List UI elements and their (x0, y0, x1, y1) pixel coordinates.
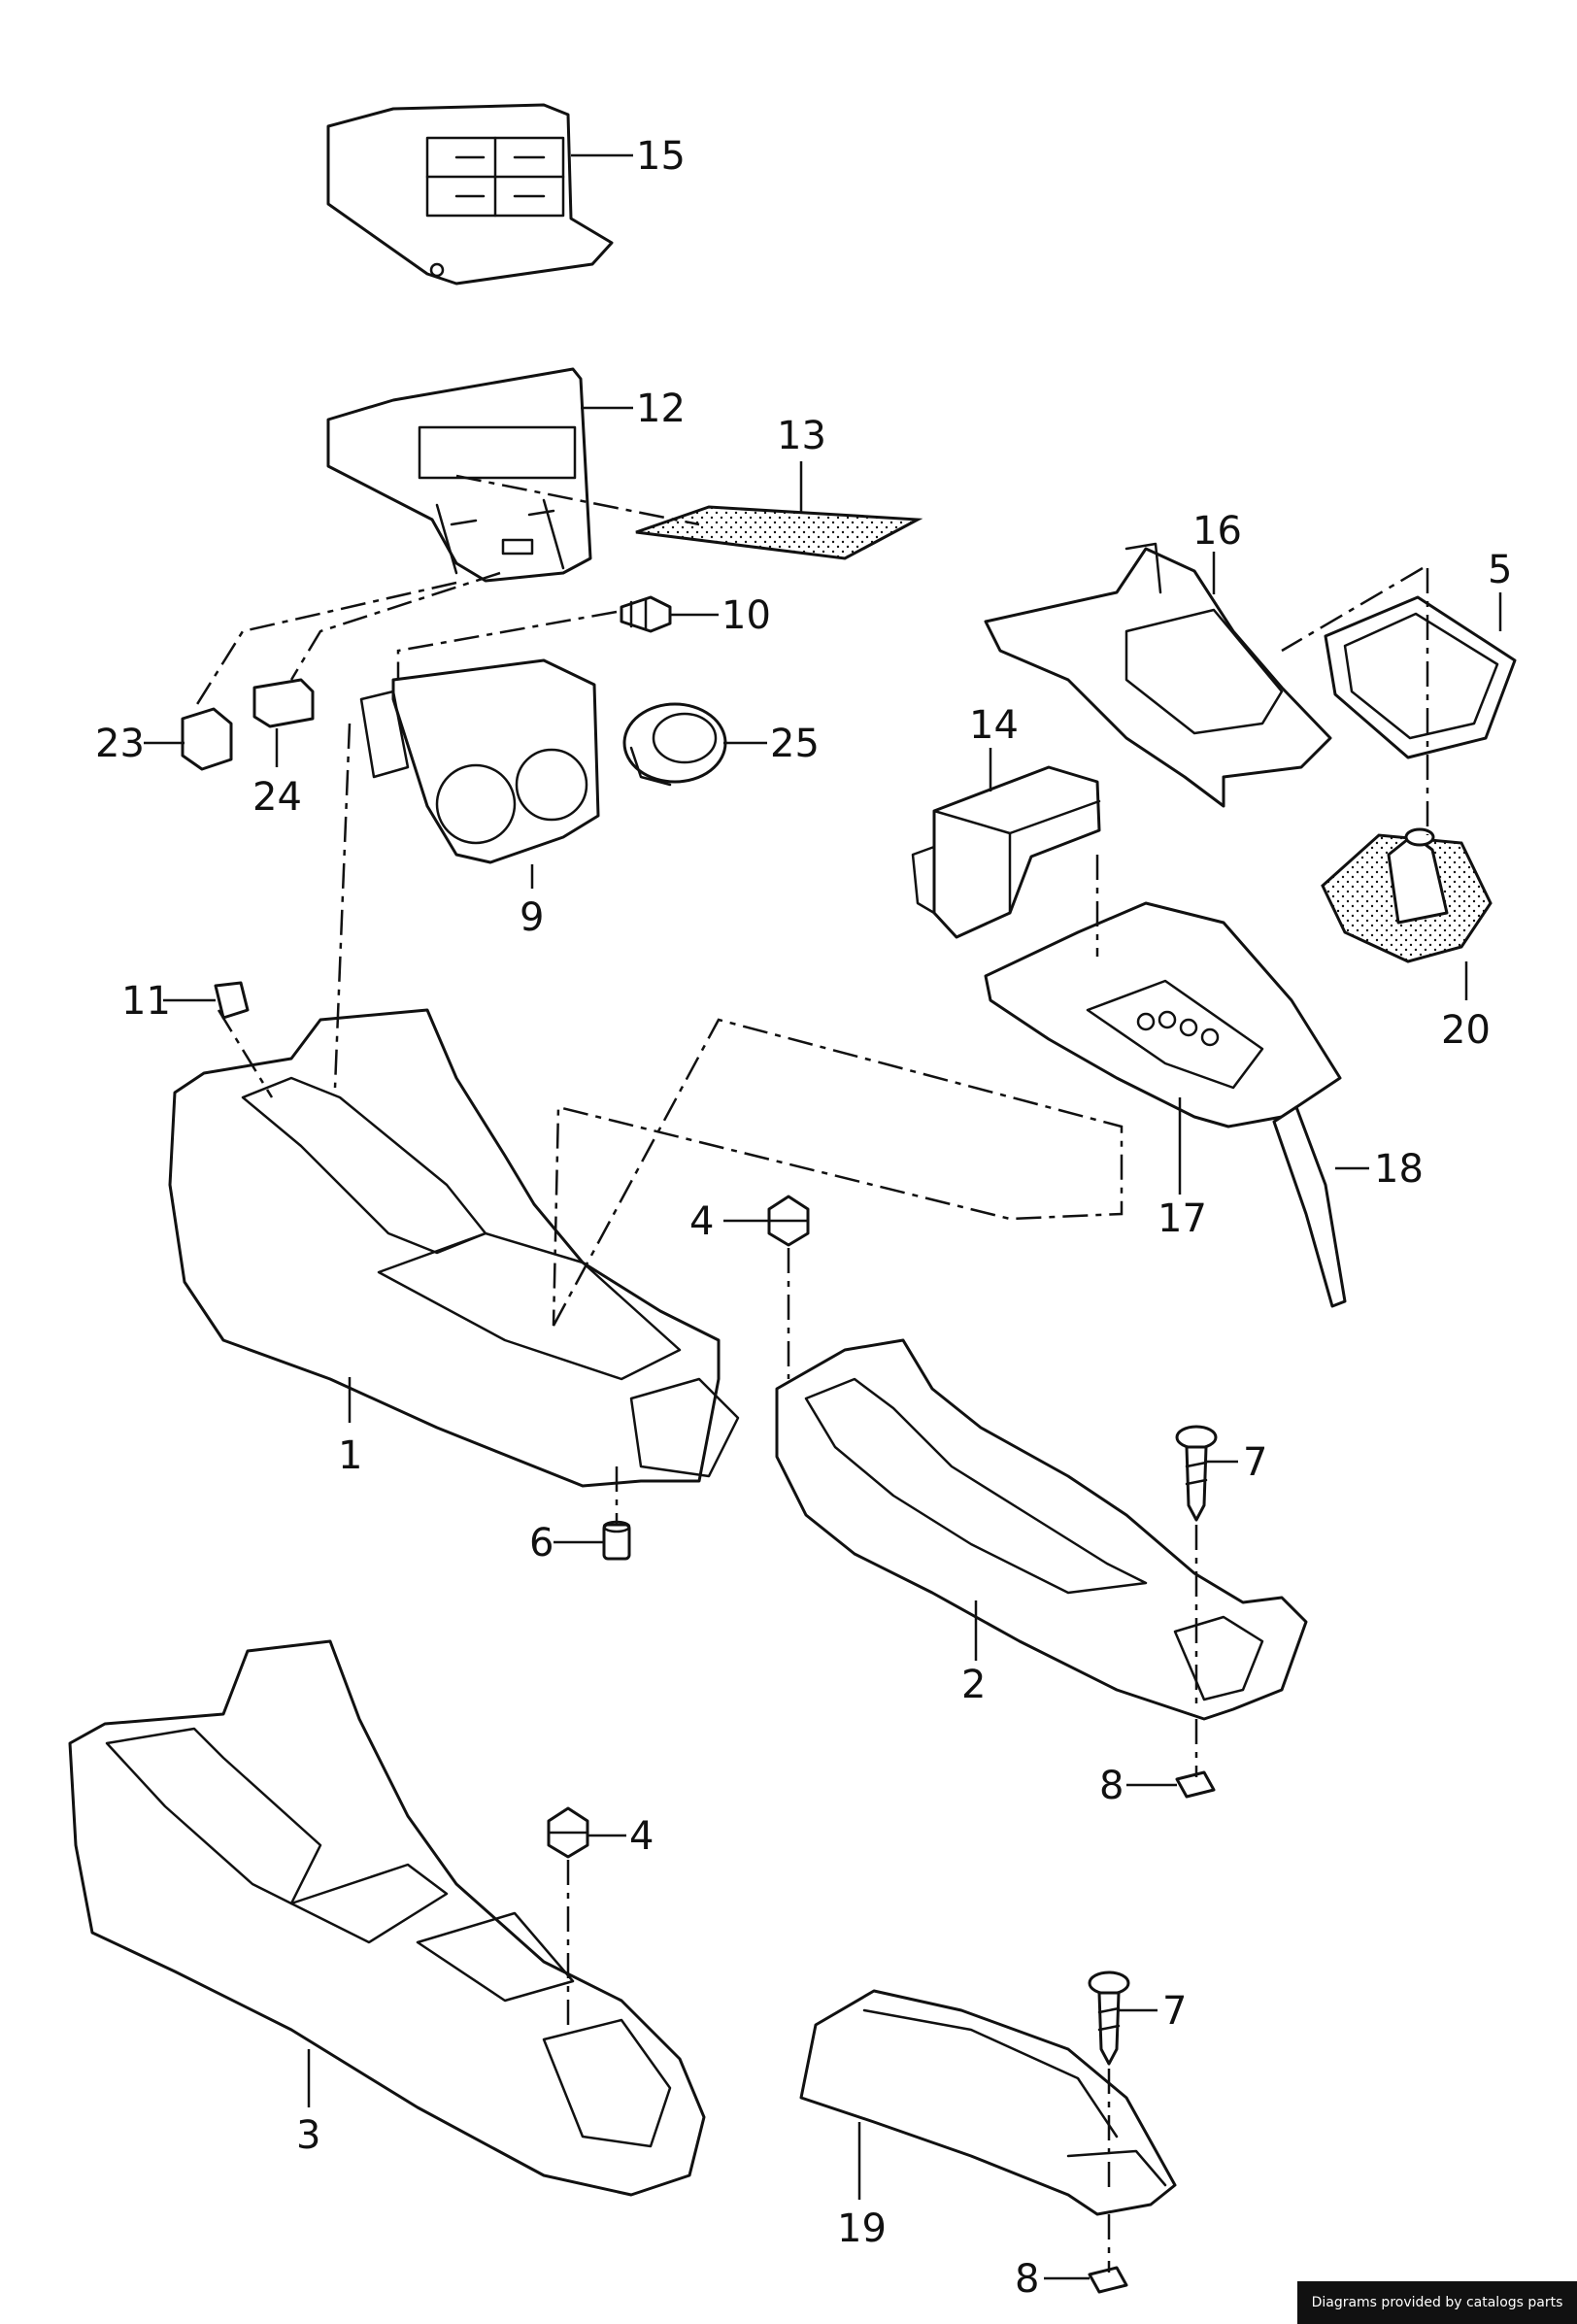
part-14-tray (911, 765, 1101, 939)
callout-4-upper: 4 (689, 1199, 714, 1244)
callout-5: 5 (1488, 548, 1512, 592)
part-4-nut-lower (547, 1806, 589, 1859)
callout-3: 3 (296, 2113, 320, 2158)
callout-15: 15 (636, 134, 686, 179)
callout-17: 17 (1158, 1196, 1207, 1241)
leader-lines (144, 153, 1502, 2280)
callout-23: 23 (95, 722, 145, 766)
part-25-knob (622, 702, 727, 787)
part-2-rear-console (775, 1338, 1308, 1721)
part-5-frame (1324, 595, 1517, 759)
part-12-storage-compartment (326, 367, 592, 583)
part-17-shifter-cover (984, 901, 1342, 1128)
callout-labels: 15 12 13 10 16 5 23 24 25 14 9 20 11 18 … (95, 134, 1512, 2302)
part-11-clip (214, 981, 250, 1020)
callout-6: 6 (529, 1521, 554, 1566)
part-7-screw-lower (1088, 1970, 1130, 2066)
part-15-upper-storage-unit (326, 103, 614, 286)
callout-14: 14 (969, 703, 1019, 748)
part-20-gear-boot (1321, 827, 1493, 963)
part-18-trim-strip (1272, 1105, 1347, 1308)
part-16-trim-cover (984, 542, 1332, 808)
part-10-screw (620, 595, 672, 633)
callout-19: 19 (837, 2206, 887, 2251)
part-6-spacer (602, 1520, 631, 1561)
callout-9: 9 (520, 895, 544, 940)
part-4-nut-upper (767, 1195, 810, 1247)
callout-16: 16 (1192, 509, 1242, 554)
part-9-switch-panel (359, 658, 600, 864)
assembly-lines (192, 474, 1429, 2273)
callout-25: 25 (770, 722, 820, 766)
callout-20: 20 (1441, 1008, 1491, 1053)
part-24-switch (252, 678, 315, 728)
callout-1: 1 (338, 1433, 362, 1478)
callout-8-lower: 8 (1015, 2257, 1039, 2302)
callout-7-upper: 7 (1243, 1440, 1267, 1485)
part-23-switch (181, 707, 233, 771)
callout-13: 13 (777, 414, 826, 458)
callout-4-lower: 4 (629, 1814, 654, 1859)
credit-banner: Diagrams provided by catalogs parts (1297, 2281, 1577, 2324)
part-19-rear-cover (799, 1989, 1177, 2216)
part-7-screw-upper (1175, 1425, 1218, 1522)
callout-8-upper: 8 (1099, 1764, 1124, 1808)
part-3-full-console (68, 1639, 706, 2197)
callout-24: 24 (252, 775, 302, 820)
part-13-mat (635, 505, 923, 560)
callout-2: 2 (961, 1663, 986, 1707)
callout-12: 12 (636, 387, 686, 431)
part-1-front-console (168, 1008, 740, 1488)
callout-7-lower: 7 (1162, 1989, 1187, 2034)
part-8-clip-upper (1175, 1770, 1216, 1799)
part-8-clip-lower (1088, 2266, 1128, 2294)
callout-10: 10 (721, 593, 771, 638)
callout-18: 18 (1374, 1147, 1424, 1192)
callout-11: 11 (121, 979, 171, 1024)
